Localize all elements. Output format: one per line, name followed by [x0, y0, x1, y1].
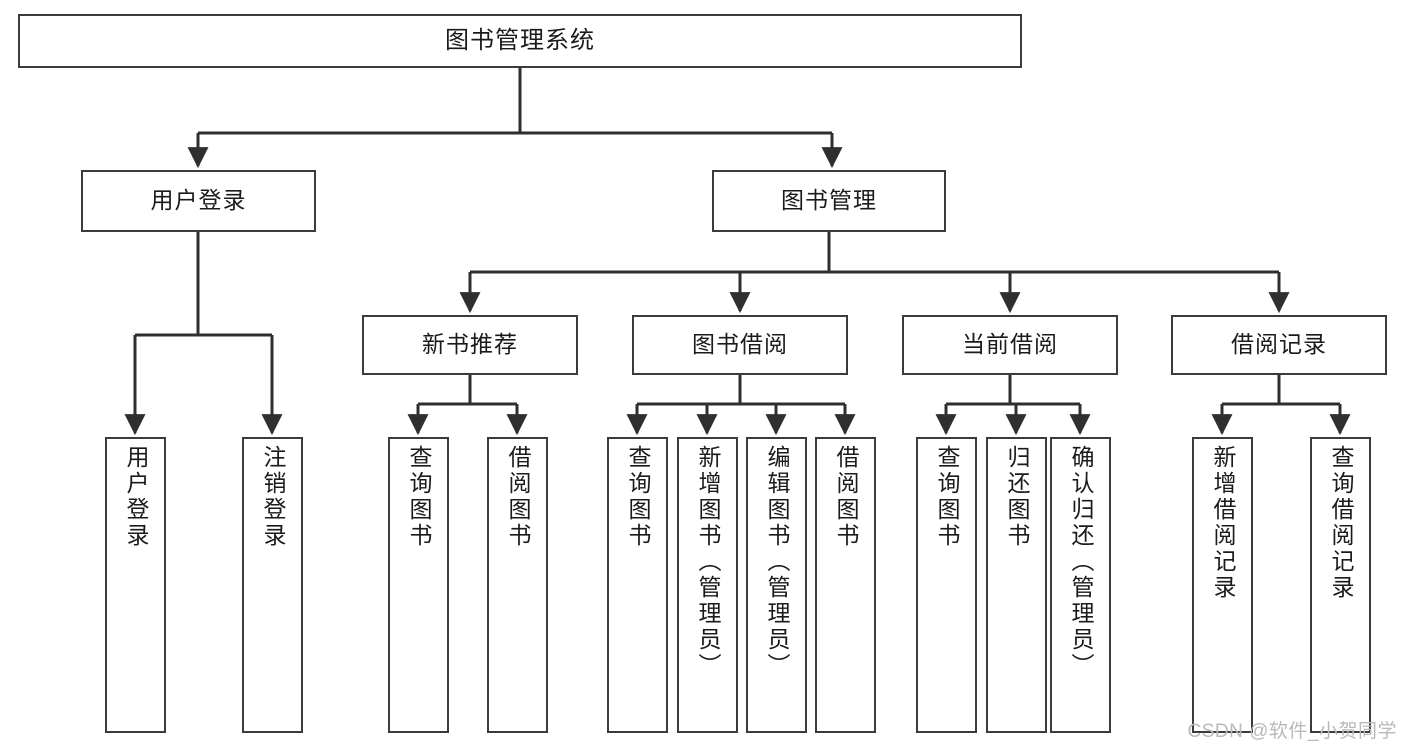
leaf-current-borrow-confirm-label: 确认归还（管理员） [1068, 445, 1094, 679]
leaf-book-borrow-edit-label: 编辑图书（管理员） [764, 445, 790, 679]
node-new-book-recommend-label: 新书推荐 [422, 331, 518, 358]
leaf-borrow-record-query-label: 查询借阅记录 [1328, 445, 1354, 601]
leaf-book-borrow-edit[interactable]: 编辑图书（管理员） [746, 437, 807, 733]
leaf-borrow-record-add-label: 新增借阅记录 [1210, 445, 1236, 601]
leaf-book-borrow-add[interactable]: 新增图书（管理员） [677, 437, 738, 733]
leaf-borrow-record-add[interactable]: 新增借阅记录 [1192, 437, 1253, 733]
leaf-book-borrow-borrow[interactable]: 借阅图书 [815, 437, 876, 733]
leaf-user-login-logout[interactable]: 注销登录 [242, 437, 303, 733]
node-book-management-label: 图书管理 [781, 187, 877, 214]
node-root-label: 图书管理系统 [445, 26, 595, 54]
leaf-current-borrow-confirm[interactable]: 确认归还（管理员） [1050, 437, 1111, 733]
leaf-book-borrow-query-label: 查询图书 [625, 445, 651, 549]
leaf-current-borrow-return[interactable]: 归还图书 [986, 437, 1047, 733]
leaf-new-book-query-label: 查询图书 [406, 445, 432, 549]
leaf-user-login-logout-label: 注销登录 [260, 445, 286, 549]
node-book-management[interactable]: 图书管理 [712, 170, 946, 232]
leaf-current-borrow-query[interactable]: 查询图书 [916, 437, 977, 733]
node-book-borrow-label: 图书借阅 [692, 331, 788, 358]
node-root[interactable]: 图书管理系统 [18, 14, 1022, 68]
leaf-borrow-record-query[interactable]: 查询借阅记录 [1310, 437, 1371, 733]
leaf-book-borrow-borrow-label: 借阅图书 [833, 445, 859, 549]
node-borrow-record[interactable]: 借阅记录 [1171, 315, 1387, 375]
leaf-current-borrow-return-label: 归还图书 [1004, 445, 1030, 549]
node-current-borrow-label: 当前借阅 [962, 331, 1058, 358]
csdn-watermark: CSDN @软件_小贺同学 [1187, 721, 1397, 742]
node-book-borrow[interactable]: 图书借阅 [632, 315, 848, 375]
leaf-new-book-borrow-label: 借阅图书 [505, 445, 531, 549]
leaf-new-book-borrow[interactable]: 借阅图书 [487, 437, 548, 733]
leaf-current-borrow-query-label: 查询图书 [934, 445, 960, 549]
node-current-borrow[interactable]: 当前借阅 [902, 315, 1118, 375]
node-borrow-record-label: 借阅记录 [1231, 331, 1327, 358]
leaf-user-login-login[interactable]: 用户登录 [105, 437, 166, 733]
node-user-login-label: 用户登录 [150, 187, 247, 214]
node-user-login[interactable]: 用户登录 [81, 170, 316, 232]
leaf-book-borrow-add-label: 新增图书（管理员） [695, 445, 721, 679]
node-new-book-recommend[interactable]: 新书推荐 [362, 315, 578, 375]
leaf-user-login-login-label: 用户登录 [123, 445, 149, 549]
leaf-new-book-query[interactable]: 查询图书 [388, 437, 449, 733]
leaf-book-borrow-query[interactable]: 查询图书 [607, 437, 668, 733]
